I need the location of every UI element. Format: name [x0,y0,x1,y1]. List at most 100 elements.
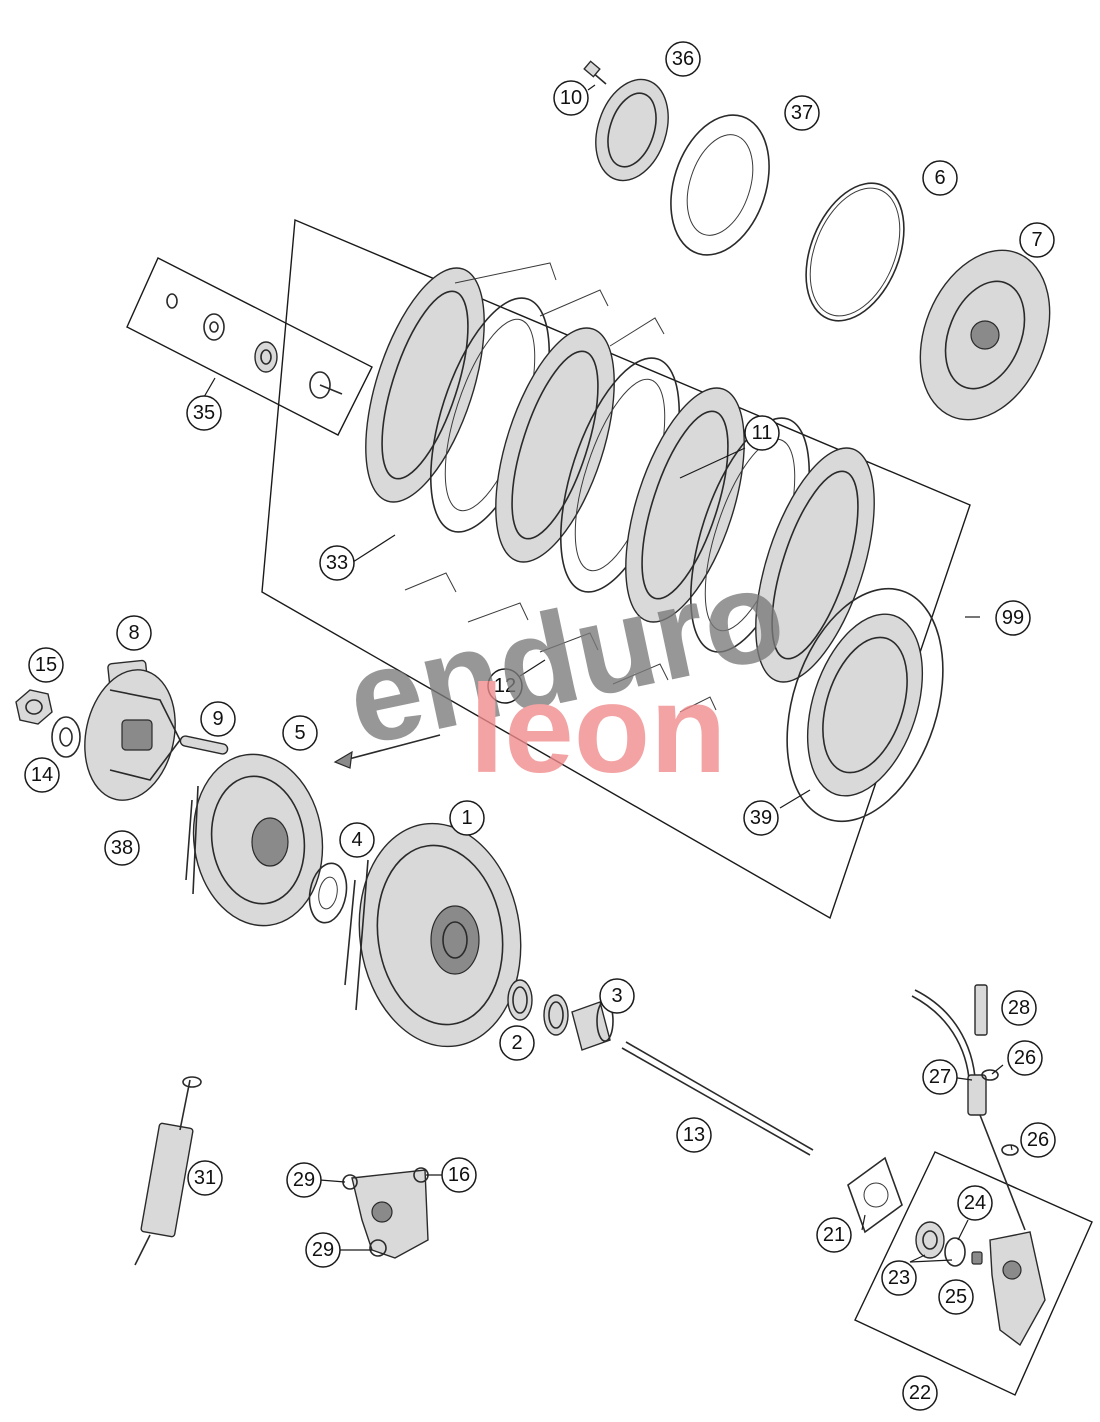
leader-lines [203,84,1013,1263]
nut [15,689,53,725]
callout-label: 24 [964,1192,986,1214]
lock-washer [51,716,81,758]
callout-label: 4 [351,829,362,851]
callout-label: 37 [791,102,813,124]
callout-36: 36 [665,41,701,77]
callout-26-upper: 26 [1007,1040,1043,1076]
callout-label: 28 [1008,997,1030,1019]
callout-label: 9 [212,708,223,730]
callout-2: 2 [499,1025,535,1061]
callout-label: 23 [888,1267,910,1289]
callout-21: 21 [816,1217,852,1253]
callout-26-lower: 26 [1020,1122,1056,1158]
pressure-washer [670,114,770,256]
callout-label: 27 [929,1066,951,1088]
callout-99: 99 [995,600,1031,636]
callout-8: 8 [116,615,152,651]
callout-1: 1 [449,800,485,836]
enduro-leon-watermark: enduro leon [335,539,796,799]
callout-38: 38 [104,830,140,866]
callout-13: 13 [676,1117,712,1153]
callout-28: 28 [1001,990,1037,1026]
callout-9: 9 [200,701,236,737]
callout-12: 12 [487,668,523,704]
callout-label: 16 [448,1164,470,1186]
callout-label: 33 [326,552,348,574]
callout-5: 5 [282,715,318,751]
bolt [583,60,607,85]
callout-label: 11 [752,422,773,444]
callout-label: 29 [293,1169,315,1191]
callout-4: 4 [339,822,375,858]
piston [915,1221,945,1259]
callout-31: 31 [187,1160,223,1196]
release-lever-housing [342,1167,429,1259]
small-parts-kit-frame [126,257,373,436]
callout-3: 3 [599,978,635,1014]
callout-label: 7 [1031,229,1042,251]
callout-label: 21 [823,1224,845,1246]
clutch-hose [911,984,1026,1231]
grease-syringe [134,1076,202,1266]
callout-label: 5 [294,722,305,744]
callout-label: 10 [560,87,582,109]
callout-23: 23 [881,1260,917,1296]
inner-clutch-hub [84,669,181,801]
clutch-disc-stack [365,267,944,823]
slave-cylinder-kit-frame [854,1151,1093,1396]
pressure-plate [919,249,1051,421]
callout-label: 13 [683,1124,705,1146]
callout-33: 33 [319,545,355,581]
callout-25: 25 [938,1279,974,1315]
watermark-line2: leon [470,660,727,799]
thrust-washer [308,862,348,924]
callout-label: 38 [111,837,133,859]
callout-label: 1 [461,807,472,829]
callout-label: 14 [31,764,53,786]
callout-15: 15 [28,647,64,683]
callout-10: 10 [553,80,589,116]
callout-29-lower: 29 [305,1232,341,1268]
callout-7: 7 [1019,222,1055,258]
callout-label: 26 [1014,1047,1036,1069]
disc-divider-lines [404,262,717,713]
callout-label: 15 [35,654,57,676]
callout-label: 36 [672,48,694,70]
callout-label: 3 [611,985,622,1007]
needle-bearing-disc [595,78,669,182]
pin [179,735,229,755]
callout-22: 22 [902,1375,938,1411]
bleeder-screw [971,1251,983,1265]
slave-cylinder [989,1231,1046,1347]
seal-ring [944,1237,966,1267]
callout-37: 37 [784,95,820,131]
callout-14: 14 [24,757,60,793]
callout-label: 22 [909,1382,931,1404]
callout-label: 12 [494,675,516,697]
callout-35: 35 [186,395,222,431]
callout-39: 39 [743,800,779,836]
callout-label: 25 [945,1286,967,1308]
callout-label: 39 [750,807,772,829]
callout-label: 8 [128,622,139,644]
callout-label: 6 [934,167,945,189]
needle-bushings [507,979,569,1036]
direction-arrow [333,734,441,769]
callout-label: 2 [511,1032,522,1054]
gasket [847,1156,903,1234]
outer-clutch-basket [344,822,522,1048]
callout-24: 24 [957,1185,993,1221]
callout-16: 16 [441,1157,477,1193]
callout-label: 29 [312,1239,334,1261]
push-rod [621,1041,814,1156]
callout-label: 31 [194,1167,216,1189]
callout-11: 11 [744,415,780,451]
clutch-hub [185,753,324,927]
clutch-kit-frame [261,218,971,920]
o-ring [805,182,905,322]
callout-6: 6 [922,160,958,196]
callout-label: 26 [1027,1129,1049,1151]
callout-label: 99 [1002,607,1024,629]
callout-27: 27 [922,1059,958,1095]
